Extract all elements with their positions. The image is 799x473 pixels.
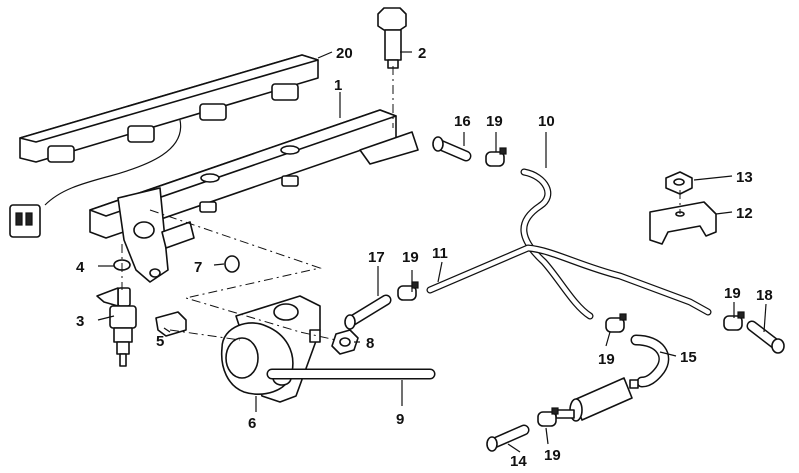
callout-14: 14 — [510, 453, 527, 470]
nut — [331, 329, 359, 355]
hose-clamp — [485, 147, 507, 167]
hose-clamp — [605, 313, 627, 333]
callout-1: 1 — [334, 77, 342, 94]
hose-16 — [432, 136, 472, 162]
callout-numbers: 1 2 3 4 5 6 7 8 9 10 11 12 13 14 15 16 1… — [76, 45, 773, 470]
hex-nut — [665, 171, 693, 195]
fuel-line-10 — [520, 168, 594, 320]
pressure-regulator — [220, 295, 321, 403]
retaining-clip — [155, 311, 187, 337]
banjo-bolt — [377, 7, 407, 69]
callout-3: 3 — [76, 313, 84, 330]
seal-ring — [224, 255, 240, 273]
callout-9: 9 — [396, 411, 404, 428]
callout-10: 10 — [538, 113, 555, 130]
callout-12: 12 — [736, 205, 753, 222]
callout-2: 2 — [418, 45, 426, 62]
fuel-filter — [555, 377, 639, 422]
injector-harness-connector — [9, 54, 319, 238]
callout-19: 19 — [724, 285, 741, 302]
callout-5: 5 — [156, 333, 164, 350]
hose-14 — [486, 424, 530, 452]
callout-17: 17 — [368, 249, 385, 266]
callout-18: 18 — [756, 287, 773, 304]
assembly-lines — [121, 66, 681, 341]
callout-7: 7 — [194, 259, 202, 276]
callout-8: 8 — [366, 335, 374, 352]
callout-11: 11 — [432, 245, 448, 262]
curved-hose-15 — [630, 334, 670, 388]
hose-clamp — [723, 311, 745, 331]
leader-lines — [97, 51, 767, 453]
fuel-rail — [89, 109, 419, 283]
hose-17 — [344, 294, 392, 330]
callout-4: 4 — [76, 259, 85, 276]
callout-19: 19 — [402, 249, 419, 266]
hose-clamp — [537, 407, 559, 427]
callout-13: 13 — [736, 169, 753, 186]
callout-6: 6 — [248, 415, 256, 432]
callout-16: 16 — [454, 113, 471, 130]
hose-clamp — [397, 281, 419, 301]
callout-20: 20 — [336, 45, 353, 62]
hose-18 — [746, 320, 785, 354]
callout-19: 19 — [598, 351, 615, 368]
fuel-injector — [96, 287, 137, 367]
callout-19: 19 — [486, 113, 503, 130]
callout-19: 19 — [544, 447, 561, 464]
fuel-line-11 — [426, 244, 712, 316]
mounting-bracket — [649, 201, 717, 245]
callout-15: 15 — [680, 349, 697, 366]
